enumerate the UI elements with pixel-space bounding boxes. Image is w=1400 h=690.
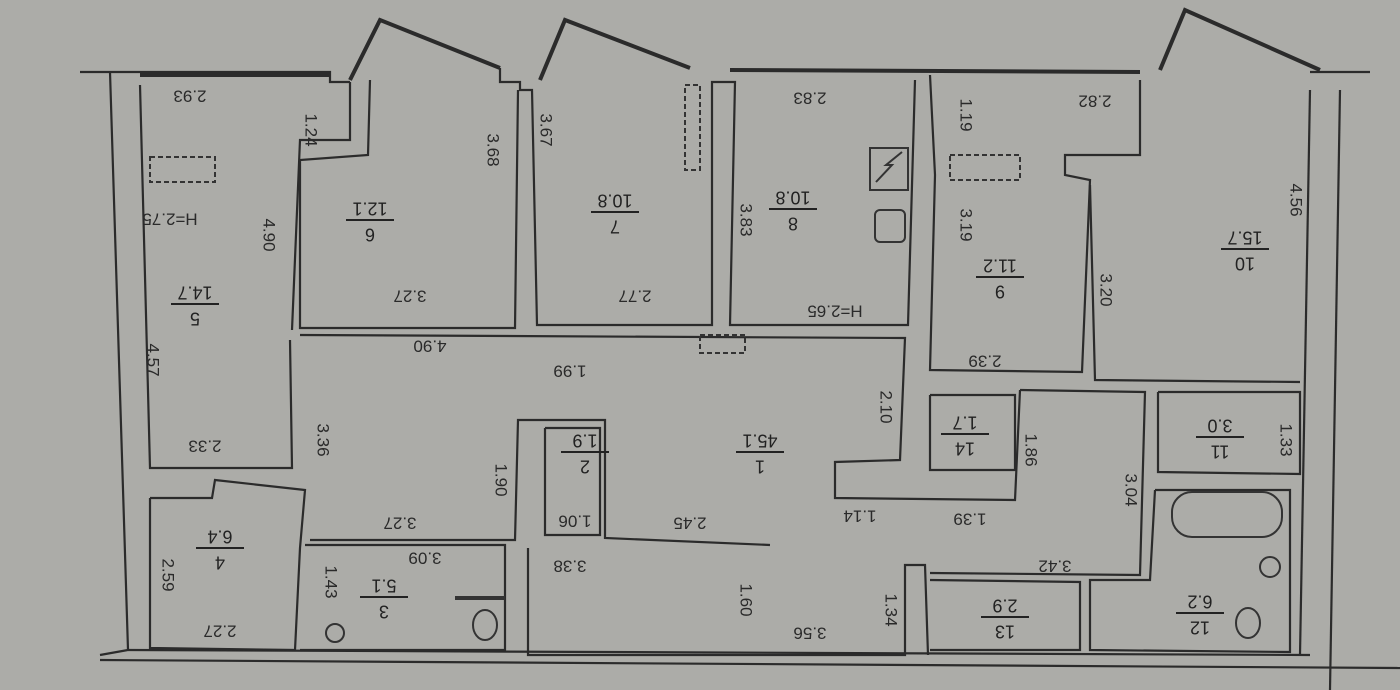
room-label-7: 710.8	[591, 190, 639, 236]
dimension-label: 2.83	[793, 89, 826, 108]
dimension-label: 2.39	[968, 352, 1001, 371]
room-label-9: 911.2	[976, 255, 1024, 301]
dimension-label: 3.27	[383, 514, 416, 533]
electric-symbol-icon	[875, 151, 903, 183]
room-label-10: 10 15.7	[1221, 227, 1269, 273]
dimension-label: 3.19	[957, 208, 976, 241]
room-area: 10.8	[597, 190, 632, 210]
dimension-label: 1.43	[322, 565, 341, 598]
room-number: 10	[1235, 253, 1255, 273]
dimension-label: 3.04	[1122, 473, 1141, 506]
room-number: 13	[995, 621, 1015, 641]
room-area: 15.7	[1227, 227, 1262, 247]
dimension-label: 2.45	[673, 514, 706, 533]
dimension-label: 1.33	[1277, 423, 1296, 456]
dimension-label: 3.20	[1097, 273, 1116, 306]
room-area: 11.2	[983, 255, 1017, 275]
walls	[80, 7, 1400, 690]
dimension-label: 1.34	[882, 593, 901, 626]
dimension-label: 1.19	[957, 98, 976, 131]
room-labels: 145.121.935.146.4514.7612.1710.8810.8911…	[171, 187, 1269, 641]
bathtub-icon	[1171, 491, 1283, 538]
room-number: 4	[215, 552, 225, 572]
dimension-label: 2.82	[1078, 92, 1111, 111]
dimension-label: 3.27	[393, 287, 426, 306]
room-area: 6.2	[1187, 591, 1212, 611]
room-area: 10.8	[775, 187, 810, 207]
sink-icon	[874, 209, 906, 243]
dimension-label: 1.60	[737, 583, 756, 616]
dimension-label: 1.14	[843, 507, 876, 526]
room-area: 1.9	[572, 430, 597, 450]
dimension-label: 1.39	[953, 510, 986, 529]
washbasin-icon	[1259, 556, 1281, 578]
room-label-1: 145.1	[736, 430, 784, 476]
room-area: 2.9	[992, 595, 1017, 615]
room-label-13: 132.9	[981, 595, 1029, 641]
room-label-11: 113.0	[1196, 415, 1244, 461]
room-number: 5	[190, 308, 200, 328]
dimension-label: 3.42	[1038, 557, 1071, 576]
dimension-label: 2.93	[173, 87, 206, 106]
dimension-label: 3.09	[408, 549, 441, 568]
dimension-label: 4.57	[144, 343, 163, 376]
room-area: 5.1	[371, 575, 396, 595]
room-label-12: 126.2	[1176, 591, 1224, 637]
dimension-label: 3.38	[553, 557, 586, 576]
room-area: 3.0	[1207, 415, 1232, 435]
ceiling-height-label: H=2.65	[807, 302, 862, 321]
room-number: 12	[1190, 617, 1210, 637]
dimension-label: 1.24	[302, 113, 321, 146]
toilet-icon	[1235, 607, 1261, 639]
room-number: 6	[365, 224, 375, 244]
room-label-4: 46.4	[196, 526, 244, 572]
room-number: 11	[1211, 441, 1230, 461]
dimension-label: 3.68	[484, 133, 503, 166]
room-area: 45.1	[742, 430, 777, 450]
dimension-label: 1.99	[553, 362, 586, 381]
fixtures	[325, 147, 1283, 643]
dimension-label: 2.59	[159, 558, 178, 591]
stove-icon	[869, 147, 909, 191]
room-area: 12.1	[352, 198, 387, 218]
room-label-14: 141.7	[941, 412, 989, 458]
room-number: 1	[755, 456, 765, 476]
room-number: 9	[995, 281, 1005, 301]
room-number: 7	[610, 216, 620, 236]
room-label-3: 35.1	[360, 575, 408, 621]
room-number: 8	[788, 213, 798, 233]
dimension-label: 4.90	[260, 218, 279, 251]
room-area: 14.7	[177, 282, 212, 302]
toilet-icon	[472, 609, 498, 641]
room-label-5: 514.7	[171, 282, 219, 328]
dimension-label: 4.56	[1287, 183, 1306, 216]
dimension-label: 1.06	[558, 512, 591, 531]
room-label-6: 612.1	[346, 198, 394, 244]
room-number: 14	[955, 438, 975, 458]
dimension-label: 1.90	[492, 463, 511, 496]
dimension-label: 3.36	[314, 423, 333, 456]
dimension-label: 2.77	[618, 287, 651, 306]
room-label-8: 810.8	[769, 187, 817, 233]
dimension-label: 3.67	[537, 113, 556, 146]
room-area: 6.4	[207, 526, 232, 546]
washbasin-icon	[325, 623, 345, 643]
dimension-label: 3.56	[793, 624, 826, 643]
room-number: 2	[580, 456, 590, 476]
dimension-label: 4.90	[413, 337, 446, 356]
dimension-label: 1.86	[1022, 433, 1041, 466]
room-area: 1.7	[952, 412, 977, 432]
room-label-2: 21.9	[561, 430, 609, 476]
dimension-label: 2.10	[877, 390, 896, 423]
dimension-label: 2.33	[188, 437, 221, 456]
dimension-label: 2.27	[203, 622, 236, 641]
room-number: 3	[379, 601, 389, 621]
ceiling-height-label: H=2.75	[142, 210, 197, 229]
dimension-label: 3.83	[737, 203, 756, 236]
